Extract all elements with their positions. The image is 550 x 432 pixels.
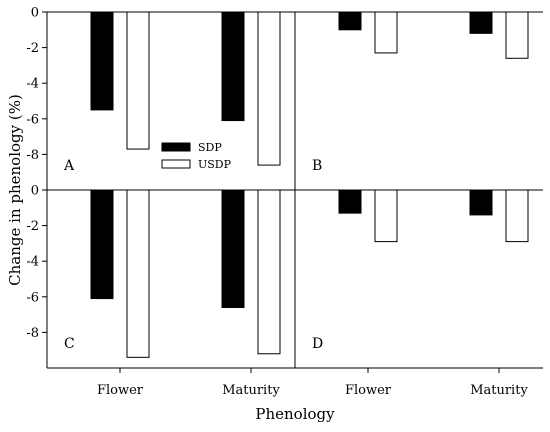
panel-label-C: C	[64, 336, 75, 352]
y-tick-label: 0	[31, 6, 39, 21]
x-tick-label: Flower	[97, 383, 144, 398]
legend-swatch-USDP	[161, 159, 191, 169]
legend-label-USDP: USDP	[198, 158, 232, 171]
bar-D-SDP-Flower	[338, 189, 362, 214]
bar-C-USDP-Flower	[126, 189, 150, 358]
y-axis-title: Change in phenology (%)	[6, 94, 24, 286]
bar-D-USDP-Maturity	[505, 189, 529, 243]
bar-D-SDP-Maturity	[469, 189, 493, 216]
bar-D-USDP-Flower	[374, 189, 398, 243]
y-tick-label: -8	[26, 326, 39, 341]
bar-B-USDP-Flower	[374, 11, 398, 54]
y-tick-label: -6	[26, 290, 39, 305]
chart-marks: A B C D	[63, 11, 529, 358]
x-axis-title: Phenology	[255, 405, 335, 423]
y-tick-label: -4	[26, 255, 39, 270]
bar-B-USDP-Maturity	[505, 11, 529, 59]
bar-C-SDP-Maturity	[221, 189, 245, 308]
bar-A-USDP-Maturity	[257, 11, 281, 166]
x-tick-label: Flower	[345, 383, 392, 398]
chart-frame	[46, 11, 543, 369]
legend-swatch-SDP	[161, 142, 191, 152]
legend-label-SDP: SDP	[198, 141, 222, 154]
bar-C-USDP-Maturity	[257, 189, 281, 355]
bar-A-SDP-Flower	[90, 11, 114, 111]
bar-B-SDP-Flower	[338, 11, 362, 31]
y-tick-label: 0	[31, 184, 39, 199]
bar-B-SDP-Maturity	[469, 11, 493, 34]
panel-label-B: B	[312, 158, 322, 174]
y-tick-label: -2	[26, 41, 39, 56]
panel-label-A: A	[63, 158, 75, 174]
x-tick-label: Maturity	[222, 383, 280, 398]
bar-A-USDP-Flower	[126, 11, 150, 150]
y-tick-label: -6	[26, 112, 39, 127]
y-tick-label: -2	[26, 219, 39, 234]
legend: SDP USDP	[161, 141, 232, 171]
x-tick-label: Maturity	[470, 383, 528, 398]
panel-label-D: D	[312, 336, 323, 352]
y-tick-label: -4	[26, 77, 39, 92]
y-tick-label: -8	[26, 148, 39, 163]
bar-A-SDP-Maturity	[221, 11, 245, 122]
bar-C-SDP-Flower	[90, 189, 114, 300]
